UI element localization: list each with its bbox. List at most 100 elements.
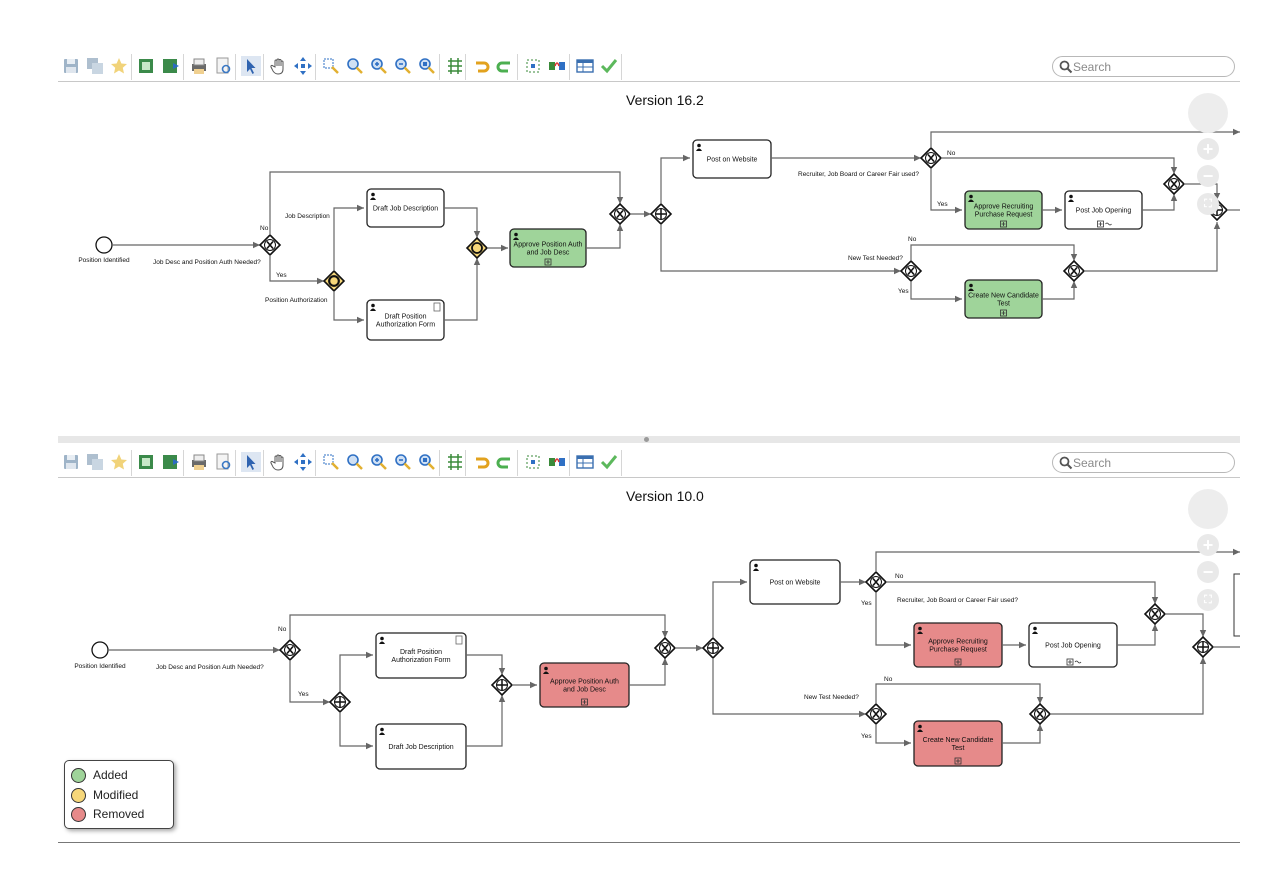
zoom-region-icon[interactable] [321, 56, 341, 76]
zoom-out-button[interactable]: − [1197, 561, 1219, 583]
validate-icon[interactable] [599, 56, 619, 76]
sequence-flow-arrow [586, 224, 624, 249]
move-icon[interactable] [293, 452, 313, 472]
print-icon[interactable] [189, 452, 209, 472]
hand-pan-icon[interactable] [269, 452, 289, 472]
zoom-in-icon[interactable] [369, 452, 389, 472]
select-all-icon[interactable] [523, 452, 543, 472]
print-icon[interactable] [189, 56, 209, 76]
export-icon[interactable] [161, 452, 181, 472]
task-label: Post Job Opening [1076, 208, 1132, 215]
gateway-question-label: Recruiter, Job Board or Career Fair used… [798, 171, 919, 178]
top-search-input[interactable] [1073, 59, 1223, 74]
subprocess-marker-icon [1000, 309, 1007, 317]
start-event[interactable] [95, 236, 113, 254]
fit-view-button[interactable]: ⛶ [1197, 589, 1219, 611]
gateway-xor-mark-icon [1036, 709, 1044, 719]
zoom-region-icon[interactable] [321, 452, 341, 472]
zoom-out-icon[interactable] [393, 452, 413, 472]
sequence-flow-arrow [1117, 624, 1159, 646]
legend-label: Removed [93, 807, 145, 821]
sequence-flow-arrow [1084, 222, 1221, 272]
zoom-in-icon[interactable] [369, 56, 389, 76]
toolbar-separator [465, 54, 466, 80]
task-post-on-website[interactable] [692, 139, 772, 179]
gateway-question-label: New Test Needed? [804, 694, 859, 701]
star-icon[interactable] [109, 56, 129, 76]
bottom-border [58, 842, 1240, 843]
zoom-out-icon[interactable] [393, 56, 413, 76]
zoom-actual-icon[interactable] [417, 452, 437, 472]
table-icon[interactable] [575, 56, 595, 76]
select-all-icon[interactable] [523, 56, 543, 76]
gateway-xor-mark-icon [1070, 266, 1078, 276]
validate-icon[interactable] [599, 452, 619, 472]
save-as-icon[interactable] [85, 56, 105, 76]
redo-icon[interactable] [495, 56, 515, 76]
pan-compass-icon[interactable] [1188, 93, 1228, 133]
import-icon[interactable] [137, 56, 157, 76]
gateway-xor-ring-icon [870, 576, 882, 588]
task-label: and Job Desc [563, 687, 606, 694]
user-task-icon-body [370, 308, 376, 311]
zoom-fit-icon[interactable] [345, 452, 365, 472]
sequence-flow-arrow [875, 724, 911, 747]
save-icon[interactable] [61, 56, 81, 76]
pan-compass-icon[interactable] [1188, 489, 1228, 529]
print-preview-icon[interactable] [213, 452, 233, 472]
bottom-search-box[interactable] [1052, 452, 1235, 473]
hand-pan-icon[interactable] [269, 56, 289, 76]
export-icon[interactable] [161, 56, 181, 76]
gateway-xor-mark-icon [616, 209, 624, 219]
layout-icon[interactable] [445, 452, 465, 472]
redo-icon[interactable] [495, 452, 515, 472]
subprocess-marker-icon [954, 757, 962, 765]
fit-view-button[interactable]: ⛶ [1197, 193, 1219, 215]
zoom-actual-icon[interactable] [417, 56, 437, 76]
branch-label-yes: Yes [937, 201, 948, 208]
pointer-tool-icon[interactable] [241, 452, 261, 472]
user-task-icon [371, 303, 375, 308]
undo-icon[interactable] [471, 452, 491, 472]
print-preview-icon[interactable] [213, 56, 233, 76]
zoom-fit-icon[interactable] [345, 56, 365, 76]
sequence-flow-arrow [910, 281, 962, 303]
sequence-flow-arrow [1002, 724, 1044, 744]
import-icon[interactable] [137, 452, 157, 472]
sequence-flow-arrow [930, 128, 1240, 148]
sequence-flow-arrow [1142, 194, 1178, 211]
save-icon[interactable] [61, 452, 81, 472]
start-event[interactable] [91, 641, 109, 659]
toolbar-separator [263, 54, 264, 80]
sequence-flow-arrow [466, 695, 506, 747]
split-gateway-modified[interactable] [322, 269, 346, 293]
document-icon [433, 302, 441, 312]
star-icon[interactable] [109, 452, 129, 472]
undo-icon[interactable] [471, 56, 491, 76]
layout-icon[interactable] [445, 56, 465, 76]
sequence-flow-arrow [333, 291, 364, 324]
pointer-tool-icon[interactable] [241, 56, 261, 76]
branch-label-yes: Yes [861, 733, 872, 740]
split-divider[interactable] [58, 436, 1240, 443]
bottom-search-input[interactable] [1073, 455, 1223, 470]
zoom-in-button[interactable]: + [1197, 534, 1219, 556]
user-task-icon-body [968, 199, 974, 202]
divider-grip-icon[interactable] [644, 437, 649, 442]
top-version-title: Version 16.2 [626, 92, 704, 108]
user-task-icon-body [917, 631, 923, 634]
branch-label-no: No [895, 573, 904, 580]
branch-label-no: No [947, 150, 956, 157]
save-as-icon[interactable] [85, 452, 105, 472]
zoom-in-button[interactable]: + [1197, 138, 1219, 160]
join-gateway-modified[interactable] [465, 236, 489, 260]
toolbar-separator [439, 54, 440, 80]
connect-icon[interactable] [547, 56, 567, 76]
zoom-out-button[interactable]: − [1197, 165, 1219, 187]
user-task-icon [544, 666, 548, 671]
table-icon[interactable] [575, 452, 595, 472]
top-search-box[interactable] [1052, 56, 1235, 77]
move-icon[interactable] [293, 56, 313, 76]
connect-icon[interactable] [547, 452, 567, 472]
